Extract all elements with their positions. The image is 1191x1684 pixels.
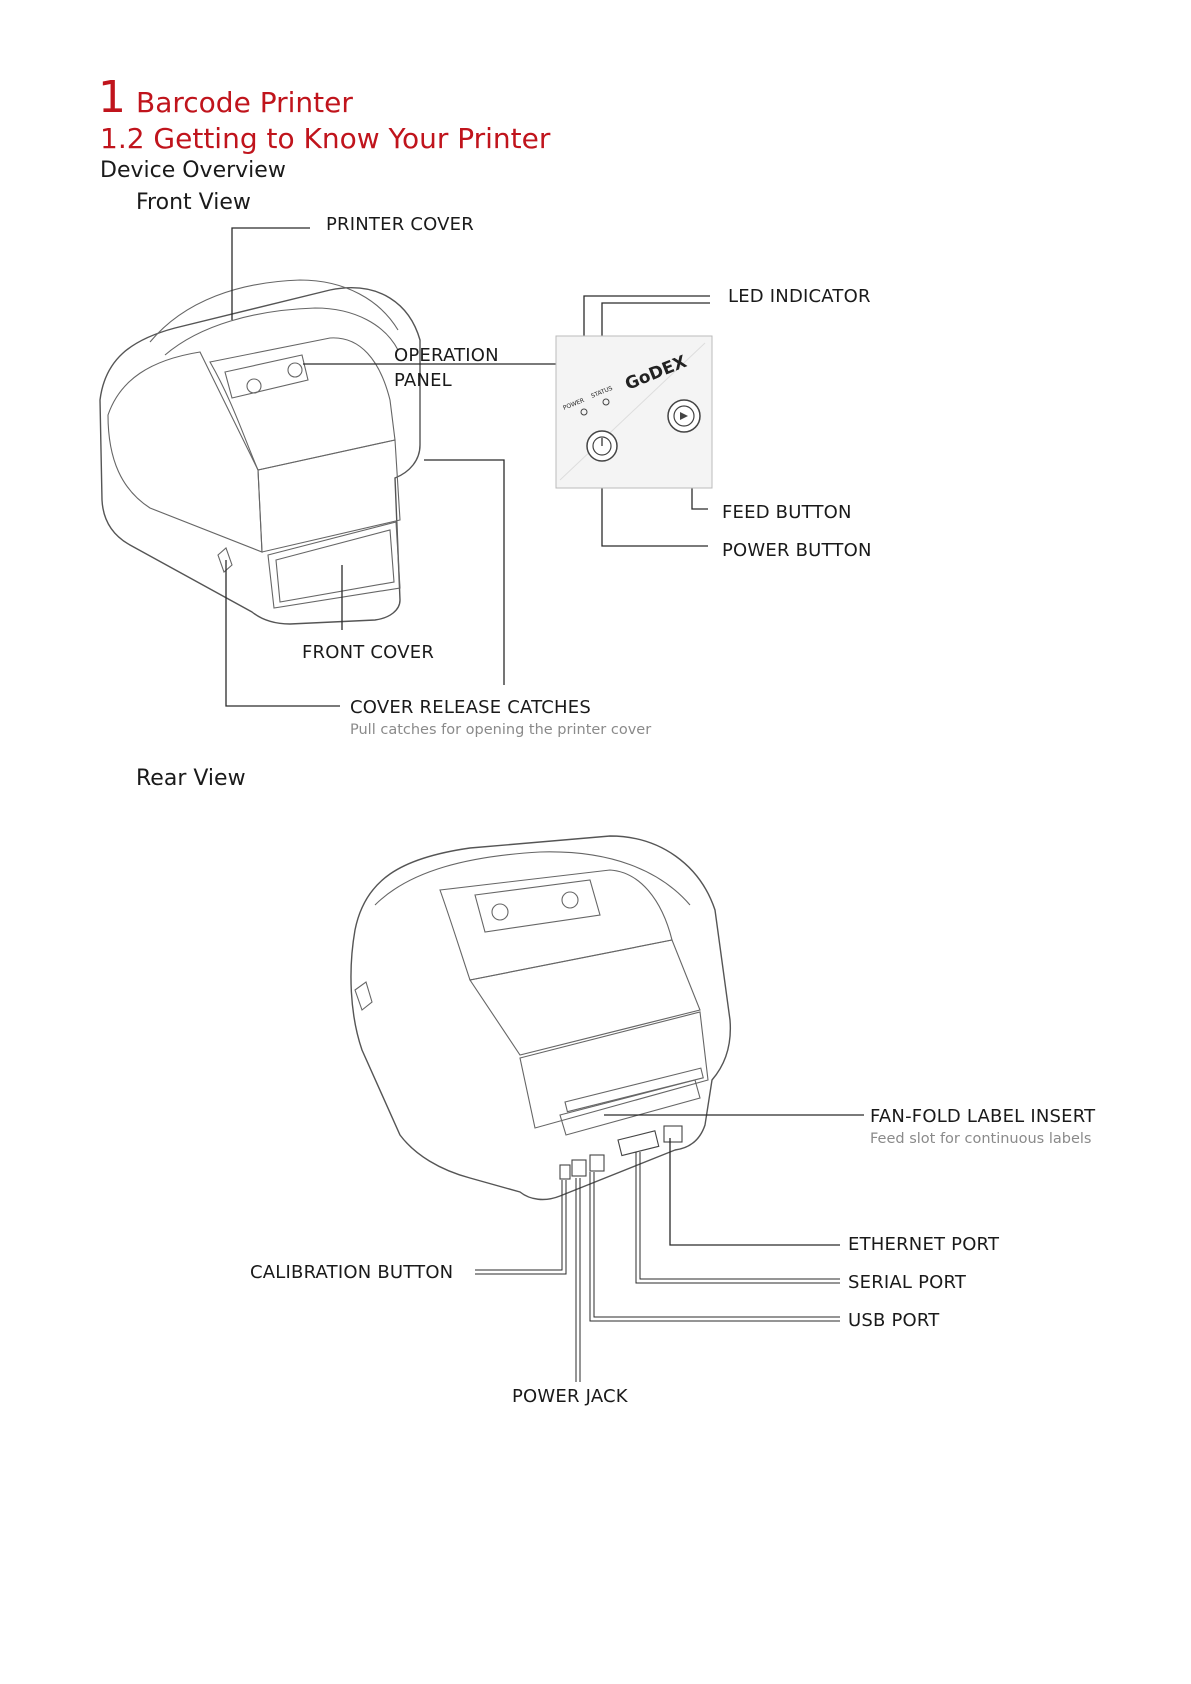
front-view-title: Front View	[136, 190, 251, 215]
rear-printer-illustration	[350, 835, 732, 1201]
status-led-icon	[602, 398, 610, 406]
label-front-cover: FRONT COVER	[302, 642, 435, 663]
label-power-jack: POWER JACK	[512, 1386, 628, 1407]
label-printer-cover: PRINTER COVER	[326, 214, 474, 235]
label-feed-button: FEED BUTTON	[722, 502, 852, 523]
label-usb-port: USB PORT	[848, 1310, 940, 1331]
label-power-button: POWER BUTTON	[722, 540, 872, 561]
serial-port-icon	[617, 1130, 660, 1157]
chapter-number: 1	[98, 72, 126, 123]
label-cover-release-catches: COVER RELEASE CATCHES	[350, 697, 591, 718]
subsection-title: Device Overview	[100, 158, 286, 183]
rear-view-title: Rear View	[136, 766, 246, 791]
label-led-indicator: LED INDICATOR	[728, 286, 871, 307]
note-cover-release: Pull catches for opening the printer cov…	[350, 722, 652, 738]
ethernet-port-icon	[663, 1125, 683, 1143]
rear-leader-lines	[475, 1114, 864, 1382]
label-operation-panel-line2: PANEL	[394, 370, 452, 391]
front-printer-illustration	[99, 279, 421, 625]
power-jack-icon	[571, 1159, 587, 1177]
operation-panel-closeup: GoDEX POWER STATUS	[555, 335, 713, 489]
label-fan-fold-insert: FAN-FOLD LABEL INSERT	[870, 1106, 1096, 1127]
note-fan-fold: Feed slot for continuous labels	[870, 1131, 1092, 1147]
section-title: 1.2 Getting to Know Your Printer	[100, 122, 551, 155]
label-calibration-button: CALIBRATION BUTTON	[250, 1262, 454, 1283]
label-operation-panel-line1: OPERATION	[394, 345, 499, 366]
label-serial-port: SERIAL PORT	[848, 1272, 967, 1293]
power-led-icon	[580, 408, 588, 416]
calibration-button-icon	[559, 1164, 571, 1180]
label-ethernet-port: ETHERNET PORT	[848, 1234, 1000, 1255]
chapter-title: Barcode Printer	[136, 86, 353, 119]
usb-port-icon	[589, 1154, 605, 1172]
